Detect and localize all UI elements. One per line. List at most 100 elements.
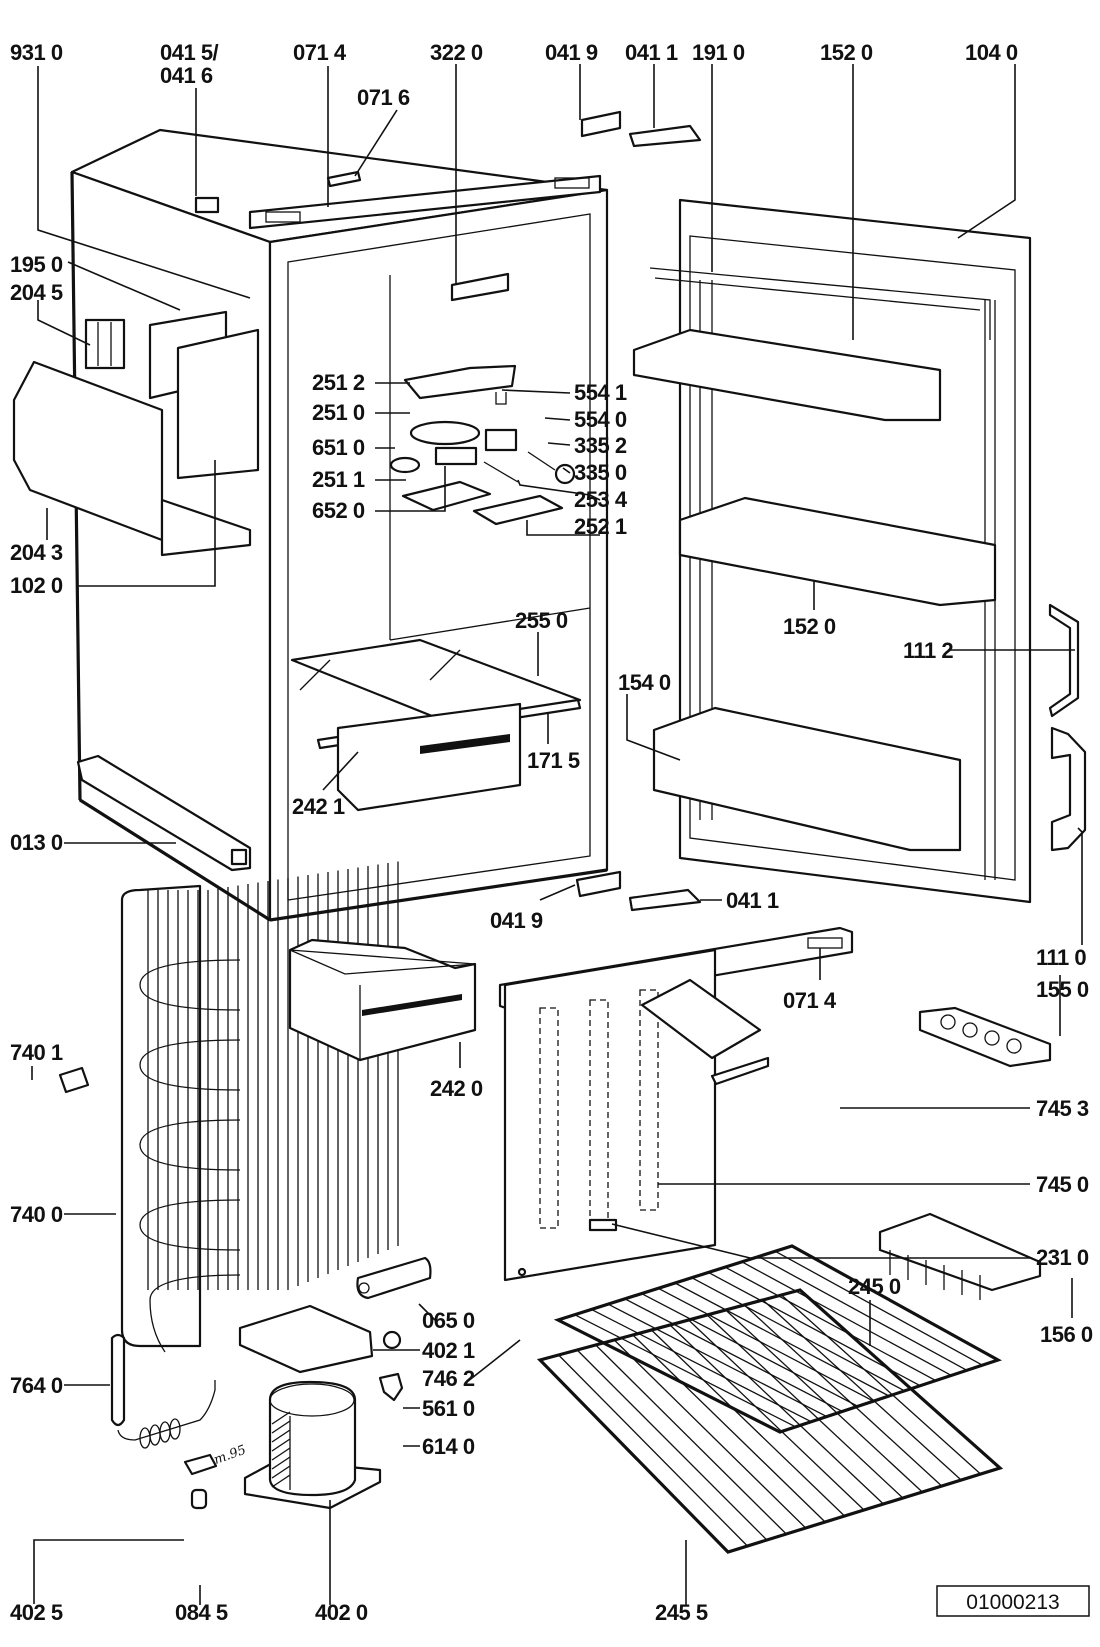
label-740-1: 740 1 [10,1040,63,1065]
part-561-0-grommet [382,1330,402,1350]
part-191-0-gasket [649,267,991,340]
label-335-0: 335 0 [574,460,627,485]
part-111-0-door-handle [1050,726,1087,852]
label-191-0: 191 0 [692,40,745,65]
shelf-wire-lower [669,1324,865,1511]
part-labels: 931 0 041 5/ 041 6 071 4 071 6 322 0 041… [10,40,1093,1625]
condenser-wire-grid [147,861,399,1290]
part-154-0-bottle-shelf [652,706,962,852]
label-041-1-top: 041 1 [625,40,678,65]
shelf-wire-lower [576,1349,768,1541]
part-402-1-relay-cover [238,1304,374,1374]
label-084-5: 084 5 [175,1600,228,1625]
label-065-0: 065 0 [422,1308,475,1333]
part-253-4-rod [483,461,519,483]
part-740-1-condenser-clip [58,1066,90,1094]
label-071-4-bot: 071 4 [783,988,837,1013]
shelf-wire-upper [574,1314,796,1428]
label-102-0: 102 0 [10,573,63,598]
label-041-9-top: 041 9 [545,40,598,65]
label-554-0: 554 0 [574,407,627,432]
part-251-0-lamp-cover [409,420,481,446]
label-171-5: 171 5 [527,748,580,773]
compressor-hatch-line [271,1474,291,1488]
label-745-0: 745 0 [1036,1172,1089,1197]
compressor-hatch-line [271,1429,291,1443]
label-651-0: 651 0 [312,435,365,460]
label-245-5: 245 5 [655,1600,708,1625]
reference-number-box: 01000213 [936,1585,1090,1617]
part-252-1-lamp-lens [472,494,564,526]
label-931-0: 931 0 [10,40,63,65]
label-245-0: 245 0 [848,1274,901,1299]
compressor-hatch-line [271,1438,291,1452]
shelf-wire-upper [741,1261,952,1376]
part-041-5-hinge-cover [194,196,220,214]
shelf-wire-upper [641,1292,859,1407]
shelf-wire-upper [774,1250,983,1366]
part-322-0-bracket [450,272,510,302]
compressor-hatch-line [271,1420,291,1434]
shelf-wire-lower [632,1334,826,1523]
label-242-0: 242 0 [430,1076,483,1101]
part-745-0-evaporator [503,948,717,1282]
part-554-1-spring-clip [495,392,507,405]
lamp-assembly [389,364,576,526]
shelf-wire-upper [708,1271,921,1387]
label-402-1: 402 1 [422,1338,475,1363]
label-253-4: 253 4 [574,487,628,512]
part-255-0-glass-shelf [290,638,582,726]
part-614-0-relay [378,1372,404,1402]
leader-lines [31,64,1083,1605]
label-152-0-mid: 152 0 [783,614,836,639]
part-013-0-base-rail [76,754,252,872]
label-746-2: 746 2 [422,1366,475,1391]
shelf-wire-lower [595,1344,787,1535]
part-041-9-hinge-plate-lower [575,870,622,898]
shelf-wire-lower [762,1299,962,1481]
part-155-0-egg-tray [918,1006,1052,1068]
part-152-0-door-shelf-middle [678,496,997,607]
label-041-9-bot: 041 9 [490,908,543,933]
label-242-1: 242 1 [292,794,345,819]
part-204-5-connector [84,318,126,370]
shelf-wire-lower [558,1354,748,1547]
label-104-0: 104 0 [965,40,1018,65]
part-084-5-mounting-foot [190,1488,208,1510]
part-071-6-clip [326,170,362,188]
shelf-wire-lower [743,1304,943,1487]
part-242-0-vegetable-drawer [288,938,477,1062]
shelf-wire-upper [724,1266,937,1382]
label-251-0: 251 0 [312,400,365,425]
part-041-1-hinge-upper [628,124,702,148]
label-152-0-top: 152 0 [820,40,873,65]
part-740-0-condenser [120,884,241,1353]
part-041-1-hinge-lower [628,888,702,912]
part-764-0-dryer-filter [110,1333,216,1449]
label-554-1: 554 1 [574,380,627,405]
label-745-3: 745 3 [1036,1096,1089,1121]
label-041-1-bot: 041 1 [726,888,779,913]
part-652-0-socket [434,446,478,466]
part-554-0-switch [484,428,518,452]
part-251-2-lamp-housing [403,364,517,400]
label-251-1: 251 1 [312,467,365,492]
compressor-hatch-line [271,1456,291,1470]
compressor-hatch-line [271,1411,291,1425]
label-561-0: 561 0 [422,1396,475,1421]
part-102-0-back-panel [176,328,260,480]
label-041-6: 041 6 [160,63,213,88]
part-251-1-lamp-plate [401,480,492,512]
label-071-4-top: 071 4 [293,40,347,65]
compressor-hatch-line [271,1447,291,1461]
shelf-wire-lower [650,1329,846,1517]
label-111-0: 111 0 [1036,945,1086,970]
shelf-wire-lower [780,1294,982,1475]
label-013-0: 013 0 [10,830,63,855]
part-156-0-ice-cube-tray [878,1212,1042,1300]
label-322-0: 322 0 [430,40,483,65]
part-245-0-wire-shelf-upper [553,1244,1002,1434]
part-071-4-top-grille [248,174,602,230]
part-231-0-evaporator-clip [588,1218,618,1232]
